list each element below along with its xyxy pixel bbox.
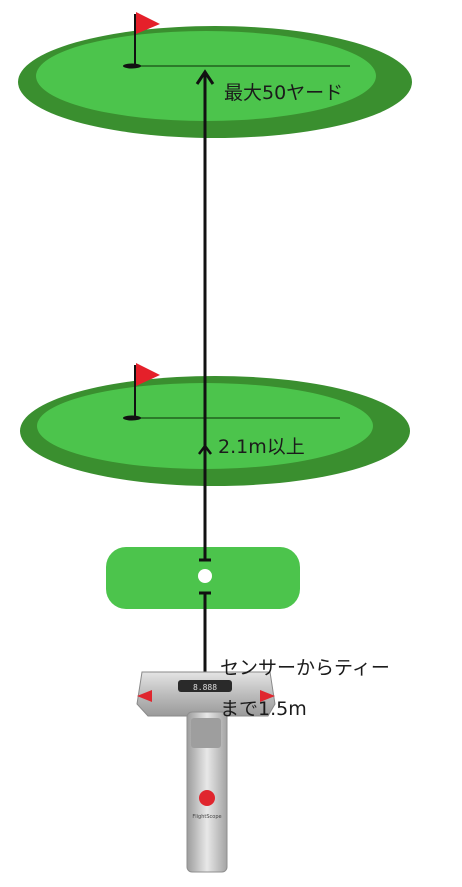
device-logo: [199, 790, 215, 806]
min-distance-arrowhead: [198, 443, 212, 455]
device-brand-text: FlightScope: [192, 814, 221, 820]
near-green-hole: [123, 415, 141, 421]
device-display-text: 8.888: [193, 683, 217, 692]
sensor-to-tee-label-line2: まで1.5m: [220, 698, 307, 720]
tee-ball: [198, 569, 212, 583]
device-display: [178, 680, 232, 692]
min-distance-label: 2.1m以上: [218, 436, 305, 458]
device-red-accent-right: [260, 690, 275, 702]
device-stand-panel: [191, 718, 221, 748]
launch-monitor: 8.888 FlightScope: [136, 671, 276, 873]
device-head: [136, 671, 276, 717]
tee-pad: [106, 547, 300, 609]
sensor-to-tee-label-line1: センサーからティー: [220, 657, 390, 679]
max-distance-label: 最大50ヤード: [224, 82, 344, 104]
near-green: [20, 363, 410, 486]
far-green-hole: [123, 63, 141, 69]
device-red-accent-left: [137, 690, 152, 702]
max-distance-arrowhead: [195, 69, 215, 85]
far-green: [18, 12, 412, 138]
near-flag: [136, 363, 160, 386]
far-flag: [136, 12, 160, 34]
